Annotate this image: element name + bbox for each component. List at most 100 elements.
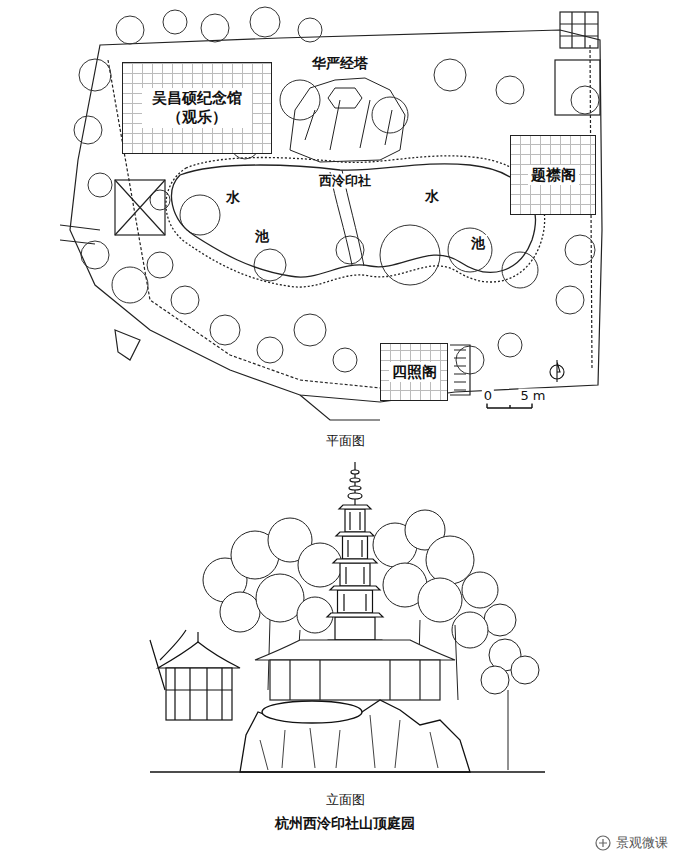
drawing-title: 立面图 [324,793,367,808]
rockery-elevation-part [260,715,438,770]
building-name: 吴昌硕纪念馆 （观乐） [142,88,252,128]
pagoda [324,462,386,667]
trees-part [496,76,524,104]
pagoda-part [339,505,371,509]
rockery [290,78,405,162]
pagoda-part [327,613,383,617]
garden-boundary-part [60,225,140,360]
minor-buildings-part [560,12,598,48]
watermark: 景观微课 [614,836,670,851]
trees-part [498,333,522,357]
trees-part [257,337,283,363]
trees-part [571,86,599,114]
minor-buildings-part [450,345,470,395]
watermark-icon [596,836,610,850]
trees-part [556,286,584,314]
right-small-tree-part [511,656,539,684]
left-trees-part [220,592,260,632]
trees-part [74,116,102,144]
pavilion-building: 四照阁 [380,343,448,401]
scale-bar-part [487,403,532,408]
garden-boundary-part [300,395,380,420]
trees-part [565,235,595,265]
minor-buildings-part [560,12,598,48]
right-trees-part [452,612,488,648]
ground-line [150,771,545,773]
trees [74,7,599,374]
pagoda-part [333,559,377,563]
minor-buildings-part [555,60,600,115]
pond-label: 池 [253,228,271,244]
pond-label: 水 [423,188,441,204]
trees-part [116,16,144,44]
hall-roof-part [270,660,440,700]
memorial-hall: 吴昌硕纪念馆 （观乐） [122,62,272,154]
left-trees-part [298,543,342,587]
watermark-icon-part [599,839,607,847]
garden-boundary-part [108,60,380,388]
trees-part [298,18,322,42]
trees-part [294,314,326,346]
pagoda-part [348,493,362,499]
trees-part [171,286,199,314]
pagoda-part [344,512,366,611]
path-label: 西泠印社 [317,174,373,189]
rockery-part [290,78,405,162]
hall-roof [255,640,455,700]
right-trees-part [462,572,498,608]
pavilion-part [158,642,240,668]
pavilion-building: 题襟阁 [510,135,596,215]
trees-part [201,14,229,42]
minor-buildings-part [115,180,165,235]
pond-part [166,156,545,287]
pond-part [172,164,536,277]
right-small-tree-part [508,690,509,770]
right-small-tree [481,639,539,770]
right-trees-part [484,604,516,636]
left-trees-part [297,597,333,633]
trees-part [372,97,408,133]
right-trees-part [426,536,474,584]
scale-number: 5 m [518,389,547,404]
north-arrow [550,360,564,382]
pagoda-part [330,586,380,590]
building-name: 题襟阁 [528,165,579,186]
trees-part [434,59,466,91]
pagoda-part [345,509,365,532]
trees-part [502,252,538,288]
pagoda-part [351,470,359,474]
right-small-tree-part [481,666,509,694]
trees-part [112,267,148,303]
minor-buildings [115,12,600,395]
trees-part [254,249,286,281]
hall-roof-part [290,660,420,700]
trees-part [250,7,280,37]
trees-part [336,236,364,264]
drawing-title: 平面图 [324,434,367,449]
pavilion-part [150,630,186,690]
watermark-icon-part [596,836,610,850]
trees-part [81,241,109,269]
figure-caption: 杭州西泠印社山顶庭园 [273,815,417,831]
pagoda-part [336,532,374,536]
building-name: 四照阁 [389,362,440,383]
pagoda-part [335,617,375,640]
pond-label: 水 [224,189,242,205]
garden-boundary [60,30,602,420]
trees-part [333,348,357,372]
trees-part [210,315,240,345]
pond-label: 池 [469,235,487,251]
pavilion-part [166,668,232,720]
pond [166,156,545,287]
trees-part [448,228,492,272]
rockery-part [328,88,362,108]
pavilion [150,630,240,720]
pavilion-part [166,668,232,720]
trees-part [88,173,112,197]
hall-roof-part [255,640,455,660]
right-trees-part [418,578,462,622]
pavilion-part [197,632,198,642]
pagoda-part [349,486,361,490]
rockery-elevation [240,700,470,772]
